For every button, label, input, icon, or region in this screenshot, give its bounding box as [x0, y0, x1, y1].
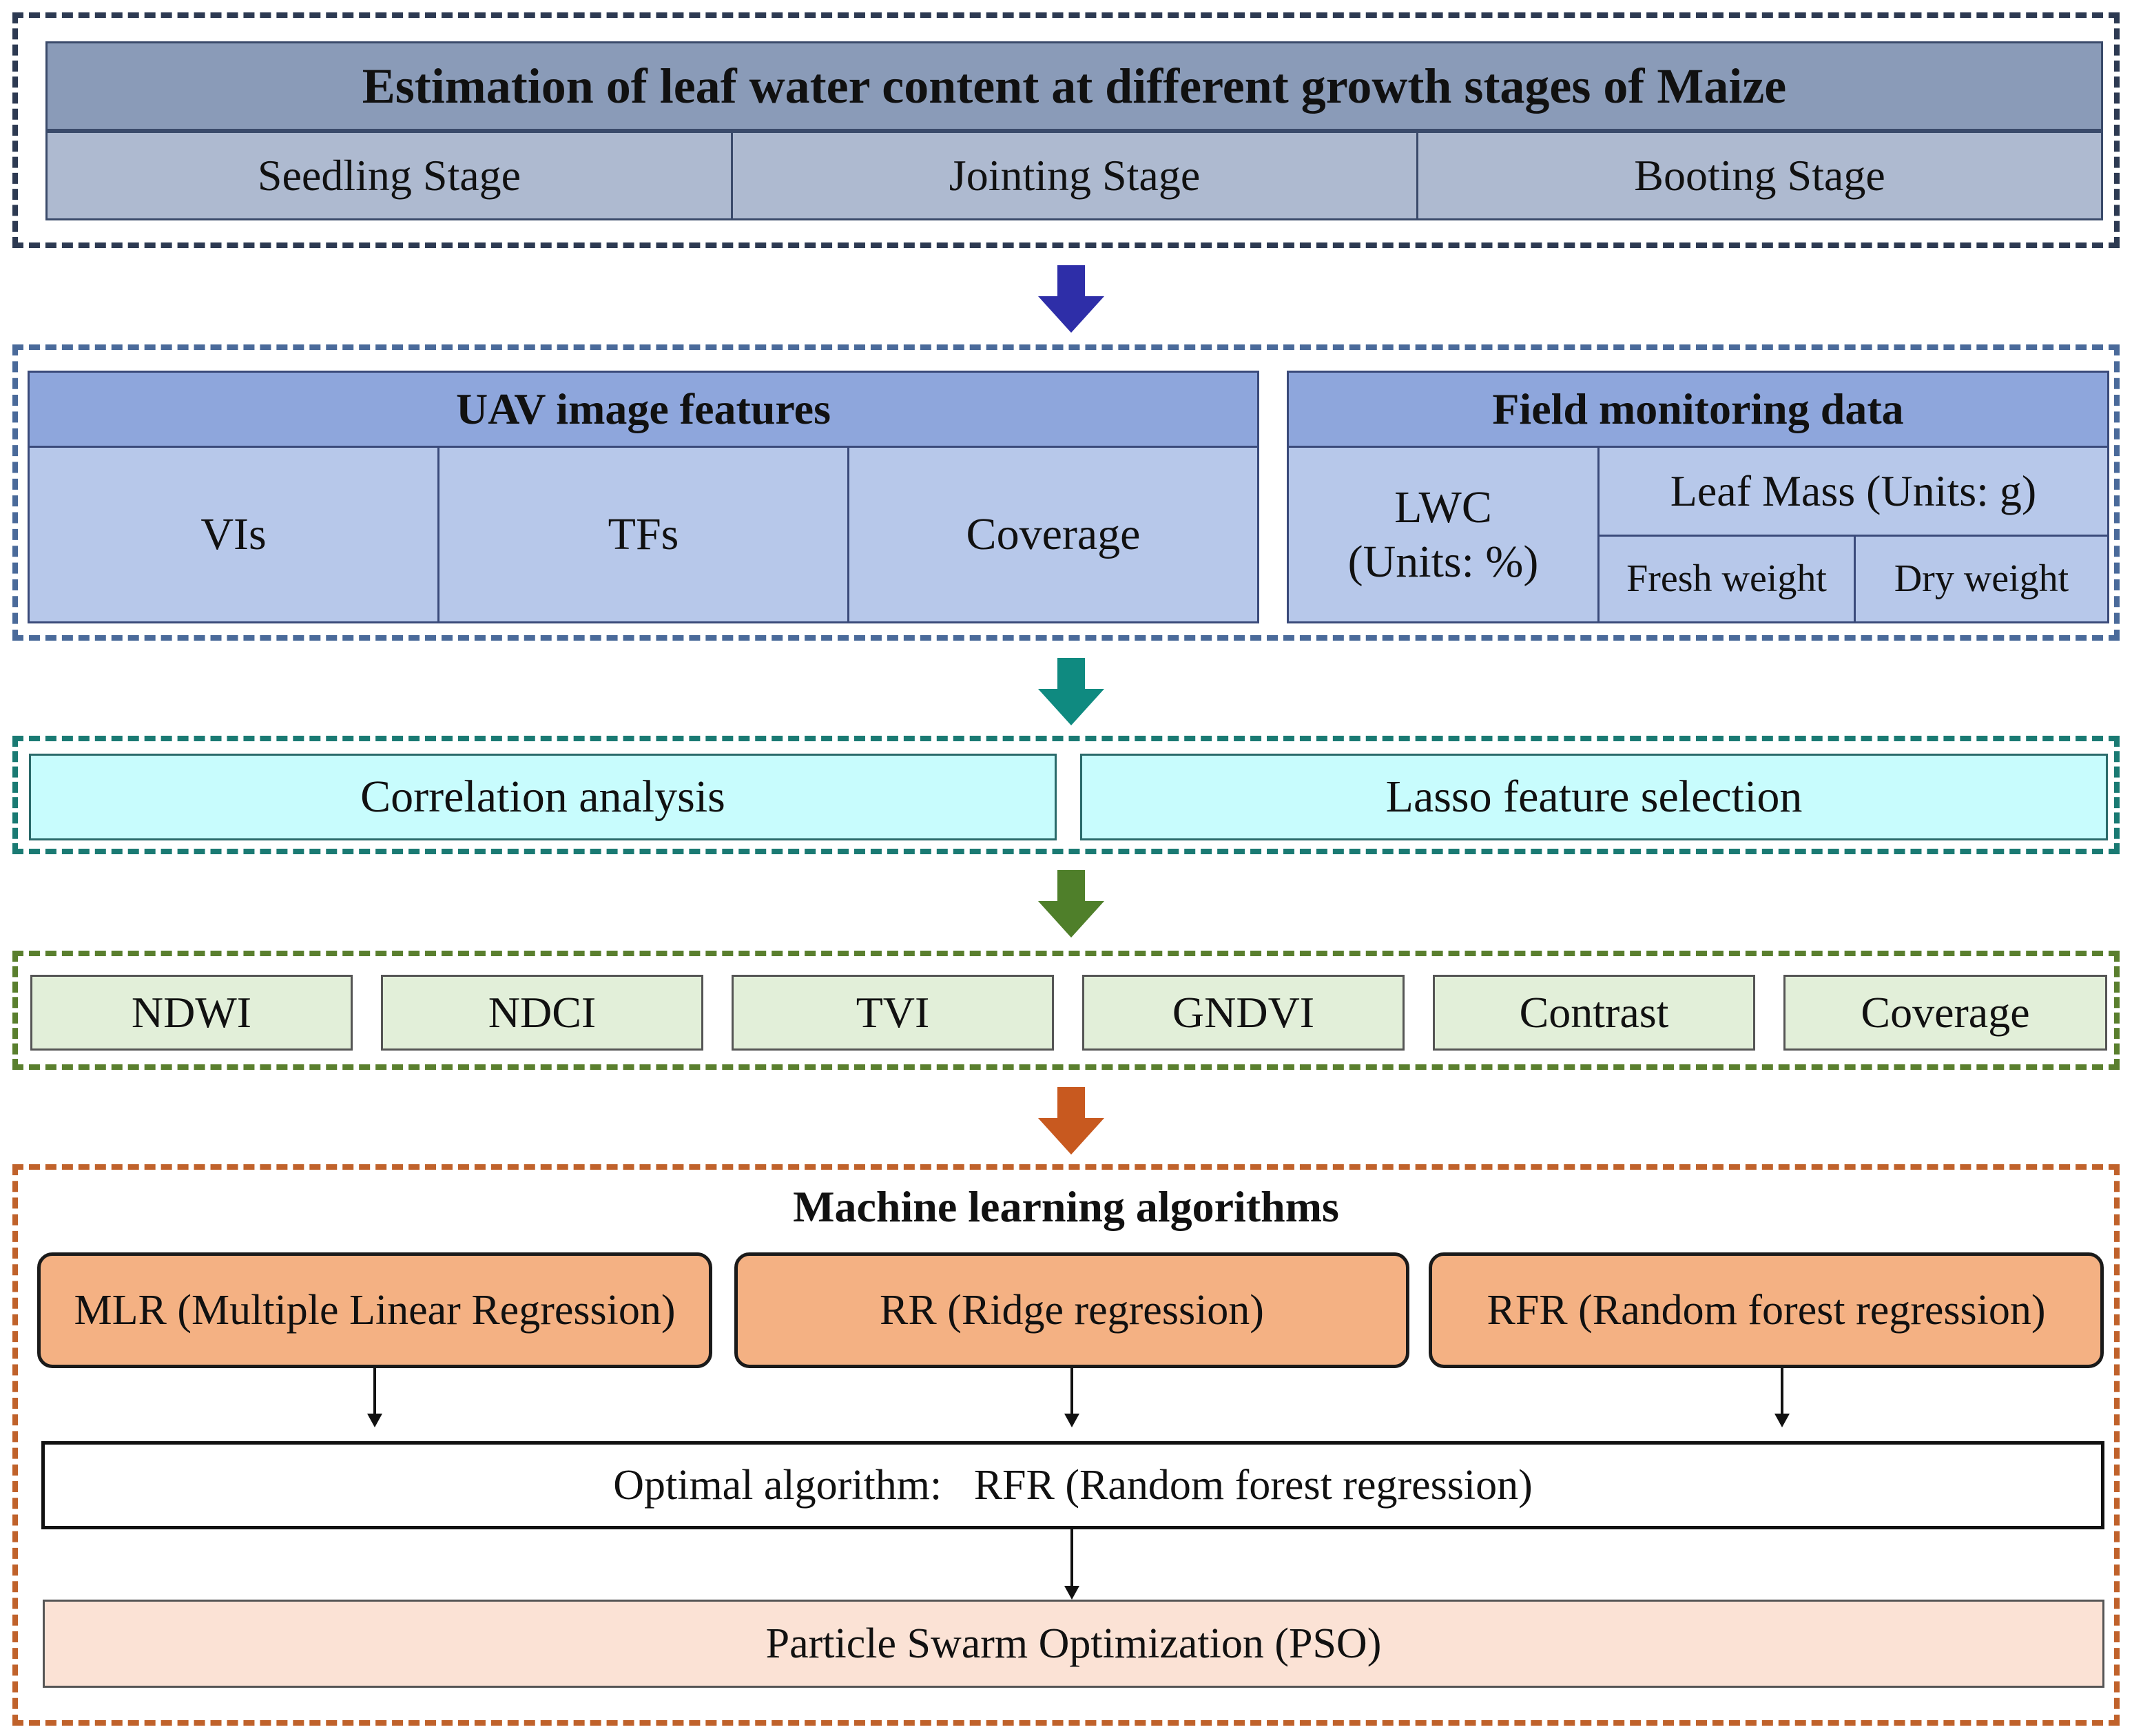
leaf-mass-cell: Leaf Mass (Units: g) [1597, 446, 2109, 537]
uav-item-tfs: TFs [437, 446, 849, 623]
feature-tvi: TVI [732, 975, 1054, 1051]
ml-section-frame [12, 1164, 2120, 1726]
feature-gndvi: GNDVI [1082, 975, 1405, 1051]
feature-contrast: Contrast [1433, 975, 1755, 1051]
connector-mlr-tip [367, 1414, 382, 1427]
connector-optimal-pso [1070, 1529, 1073, 1587]
stage-jointing: Jointing Stage [731, 131, 1418, 220]
main-title: Estimation of leaf water content at diff… [45, 41, 2103, 131]
lasso-selection-box: Lasso feature selection [1080, 754, 2108, 840]
lwc-units: (Units: %) [1347, 537, 1539, 587]
algo-rfr-box: RFR (Random forest regression) [1429, 1252, 2104, 1368]
connector-rr-tip [1064, 1414, 1079, 1427]
stage-section-frame [12, 12, 2120, 248]
flow-arrow-3 [1038, 870, 1104, 938]
connector-mlr [373, 1368, 376, 1415]
correlation-analysis-box: Correlation analysis [29, 754, 1057, 840]
lwc-cell: LWC (Units: %) [1287, 446, 1600, 623]
feature-coverage: Coverage [1783, 975, 2107, 1051]
pso-box: Particle Swarm Optimization (PSO) [43, 1600, 2104, 1688]
stage-seedling: Seedling Stage [45, 131, 733, 220]
uav-item-coverage: Coverage [847, 446, 1259, 623]
connector-rr [1070, 1368, 1073, 1415]
algo-mlr-box: MLR (Multiple Linear Regression) [37, 1252, 712, 1368]
selection-section-frame [12, 736, 2120, 854]
lwc-label: LWC [1394, 482, 1492, 533]
flow-arrow-2 [1038, 658, 1104, 725]
algo-rr-box: RR (Ridge regression) [734, 1252, 1409, 1368]
ml-title: Machine learning algorithms [793, 1182, 1339, 1231]
dry-weight-cell: Dry weight [1854, 535, 2109, 623]
optimal-algorithm-box: Optimal algorithm: RFR (Random forest re… [41, 1441, 2104, 1529]
flow-arrow-1 [1038, 265, 1104, 333]
uav-features-header: UAV image features [28, 371, 1259, 448]
connector-optimal-pso-tip [1064, 1586, 1079, 1600]
connector-rfr [1781, 1368, 1783, 1415]
flow-arrow-4 [1038, 1087, 1104, 1155]
uav-item-vis: VIs [28, 446, 439, 623]
field-data-header: Field monitoring data [1287, 371, 2109, 448]
fresh-weight-cell: Fresh weight [1597, 535, 1856, 623]
connector-rfr-tip [1774, 1414, 1790, 1427]
feature-ndci: NDCI [381, 975, 703, 1051]
stage-booting: Booting Stage [1416, 131, 2103, 220]
feature-ndwi: NDWI [30, 975, 353, 1051]
features-section-frame [12, 951, 2120, 1070]
data-section-frame [12, 344, 2120, 641]
